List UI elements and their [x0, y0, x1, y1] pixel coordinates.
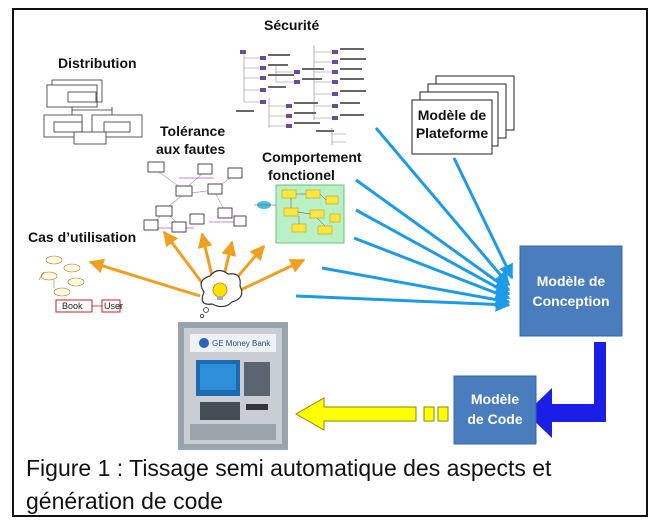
caption-line-1: Figure 1 : Tissage semi automatique des … — [26, 455, 552, 481]
figure-frame: Sécurité — [12, 8, 648, 517]
tolerance-label-line1: Tolérance — [160, 123, 225, 139]
generation-arrow — [526, 342, 606, 438]
plateforme-model: Modèle de Plateforme — [411, 75, 515, 155]
comportement-label-line1: Comportement — [262, 149, 362, 165]
deploy-arrow — [294, 397, 449, 431]
arrow-comportement-3 — [353, 236, 511, 301]
distribution-deployment-diagram — [43, 79, 143, 145]
weaving-diagram: Sécurité — [28, 17, 623, 450]
comportement-aspect: Comportement fonctionel — [254, 149, 362, 244]
code-label-line1: Modèle — [471, 391, 519, 407]
distribution-label: Distribution — [58, 55, 137, 71]
aspect-to-conception-arrows — [295, 127, 514, 312]
securite-tree-diagram — [243, 45, 346, 145]
tolerance-class-diagram — [143, 161, 247, 233]
comportement-label-line2: fonctionel — [268, 167, 335, 183]
figure-caption: Figure 1 : Tissage semi automatique des … — [26, 452, 636, 518]
code-model: Modèle de Code — [453, 375, 537, 445]
user-class-label: User — [104, 301, 123, 311]
arrow-comportement-1 — [355, 178, 511, 292]
cas-utilisation-label: Cas d’utilisation — [28, 229, 136, 245]
arrow-to-usecase — [88, 258, 201, 298]
code-label-line2: de Code — [467, 411, 522, 427]
securite-label: Sécurité — [264, 17, 319, 33]
arrow-comportement-2 — [355, 208, 511, 296]
tolerance-aspect: Tolérance aux fautes — [143, 123, 247, 233]
arrow-to-tolerance-1 — [162, 230, 208, 289]
atm-screen-label: GE Money Bank — [212, 339, 271, 348]
book-class-label: Book — [62, 301, 83, 311]
use-case-diagram — [38, 255, 85, 297]
cas-utilisation-aspect: Cas d’utilisation Book User — [28, 229, 136, 313]
conception-label-line1: Modèle de — [537, 273, 606, 289]
comportement-state-diagram — [254, 184, 345, 244]
arrow-securite — [374, 127, 511, 287]
arrow-plateforme — [452, 157, 514, 280]
caption-line-2: génération de code — [26, 488, 223, 514]
lightbulb-icon — [199, 269, 243, 318]
book-user-classes: Book User — [55, 299, 123, 313]
arrow-usecase — [295, 294, 511, 312]
distribution-aspect: Distribution — [43, 55, 143, 145]
arrow-comportement-4 — [321, 266, 511, 307]
atm-machine-image: GE Money Bank — [178, 322, 288, 450]
plateforme-label-line2: Plateforme — [416, 125, 489, 141]
securite-aspect: Sécurité — [236, 17, 366, 145]
lightbulb-arrows — [88, 230, 306, 298]
plateforme-label-line1: Modèle de — [418, 107, 487, 123]
arrow-to-comportement-2 — [231, 258, 306, 296]
conception-model: Modèle de Conception — [519, 245, 623, 337]
conception-label-line2: Conception — [533, 293, 610, 309]
tolerance-label-line2: aux fautes — [156, 141, 225, 157]
